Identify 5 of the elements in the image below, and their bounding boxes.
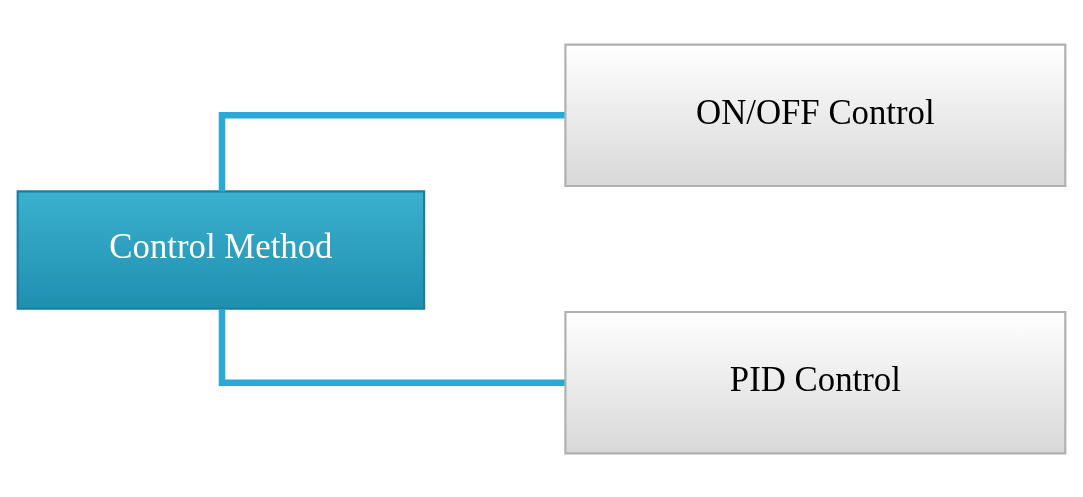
node-box: Control Method [16, 189, 426, 310]
connector [218, 111, 565, 191]
connector [218, 308, 565, 386]
node-box: PID Control [564, 310, 1067, 454]
node-box: ON/OFF Control [564, 43, 1067, 187]
